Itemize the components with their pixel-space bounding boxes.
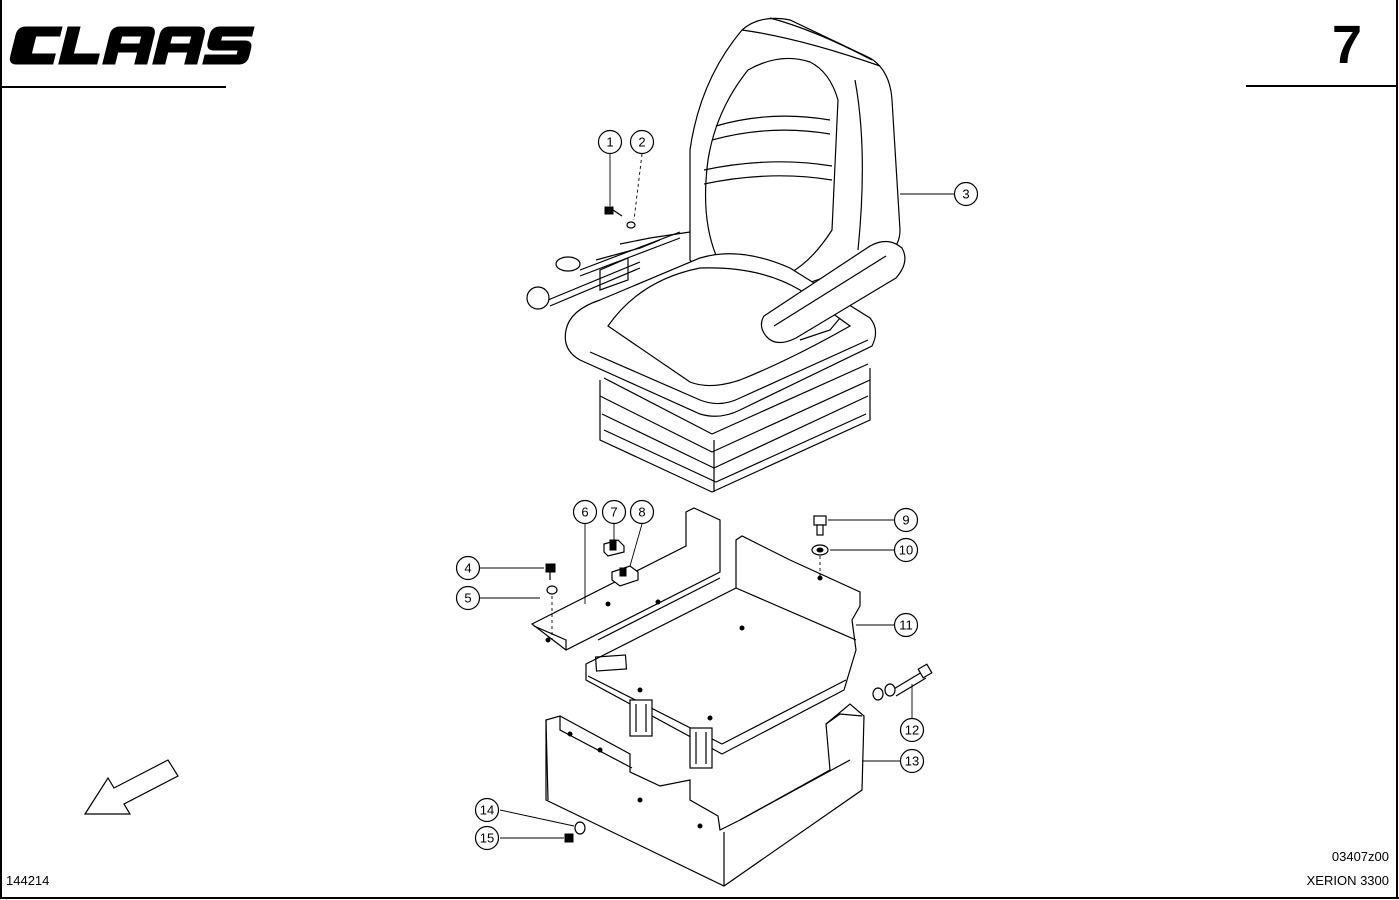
svg-text:8: 8	[638, 505, 645, 520]
svg-text:1: 1	[606, 135, 613, 150]
callout-3: 3	[953, 181, 979, 207]
svg-text:14: 14	[480, 803, 494, 818]
bolt-4	[545, 563, 556, 580]
model-name: XERION 3300	[1306, 873, 1389, 888]
bolt-9	[813, 515, 827, 536]
callout-10: 10	[893, 537, 919, 563]
arrow-down-left-icon	[83, 759, 179, 815]
callout-1: 1	[597, 129, 623, 155]
leader-lines	[480, 153, 954, 839]
callout-7: 7	[601, 499, 627, 525]
washer-10	[811, 544, 829, 580]
callout-15: 15	[474, 825, 500, 851]
bolt-12	[872, 663, 933, 701]
callout-9: 9	[893, 507, 919, 533]
svg-text:2: 2	[638, 135, 645, 150]
svg-text:12: 12	[905, 723, 919, 738]
svg-text:5: 5	[464, 591, 471, 606]
reference-number: 144214	[6, 873, 50, 888]
washer-2	[626, 221, 636, 229]
callout-2: 2	[629, 129, 655, 155]
washer-14	[574, 821, 586, 835]
callout-12: 12	[899, 717, 925, 743]
callout-6: 6	[572, 499, 598, 525]
callout-13: 13	[899, 748, 925, 774]
callout-14: 14	[474, 797, 500, 823]
svg-text:7: 7	[610, 505, 617, 520]
svg-text:13: 13	[905, 754, 919, 769]
screw-15	[564, 833, 574, 843]
page-number: 7	[1331, 15, 1362, 75]
clamp-8	[611, 565, 639, 587]
svg-text:10: 10	[899, 543, 913, 558]
callout-4: 4	[455, 555, 481, 581]
svg-text:4: 4	[464, 561, 471, 576]
svg-text:3: 3	[962, 187, 969, 202]
callout-5: 5	[455, 585, 481, 611]
screw-1	[604, 206, 623, 217]
lower-cover	[545, 703, 865, 887]
drawing-code: 03407z00	[1331, 849, 1389, 864]
washer-5	[546, 585, 558, 640]
clamp-7	[603, 539, 625, 557]
callout-11: 11	[893, 612, 919, 638]
svg-text:6: 6	[581, 505, 588, 520]
callout-8: 8	[629, 499, 655, 525]
svg-text:9: 9	[902, 513, 909, 528]
svg-text:15: 15	[480, 831, 494, 846]
svg-text:11: 11	[899, 618, 913, 633]
claas-logo	[9, 26, 255, 65]
seat-assembly	[526, 17, 906, 493]
